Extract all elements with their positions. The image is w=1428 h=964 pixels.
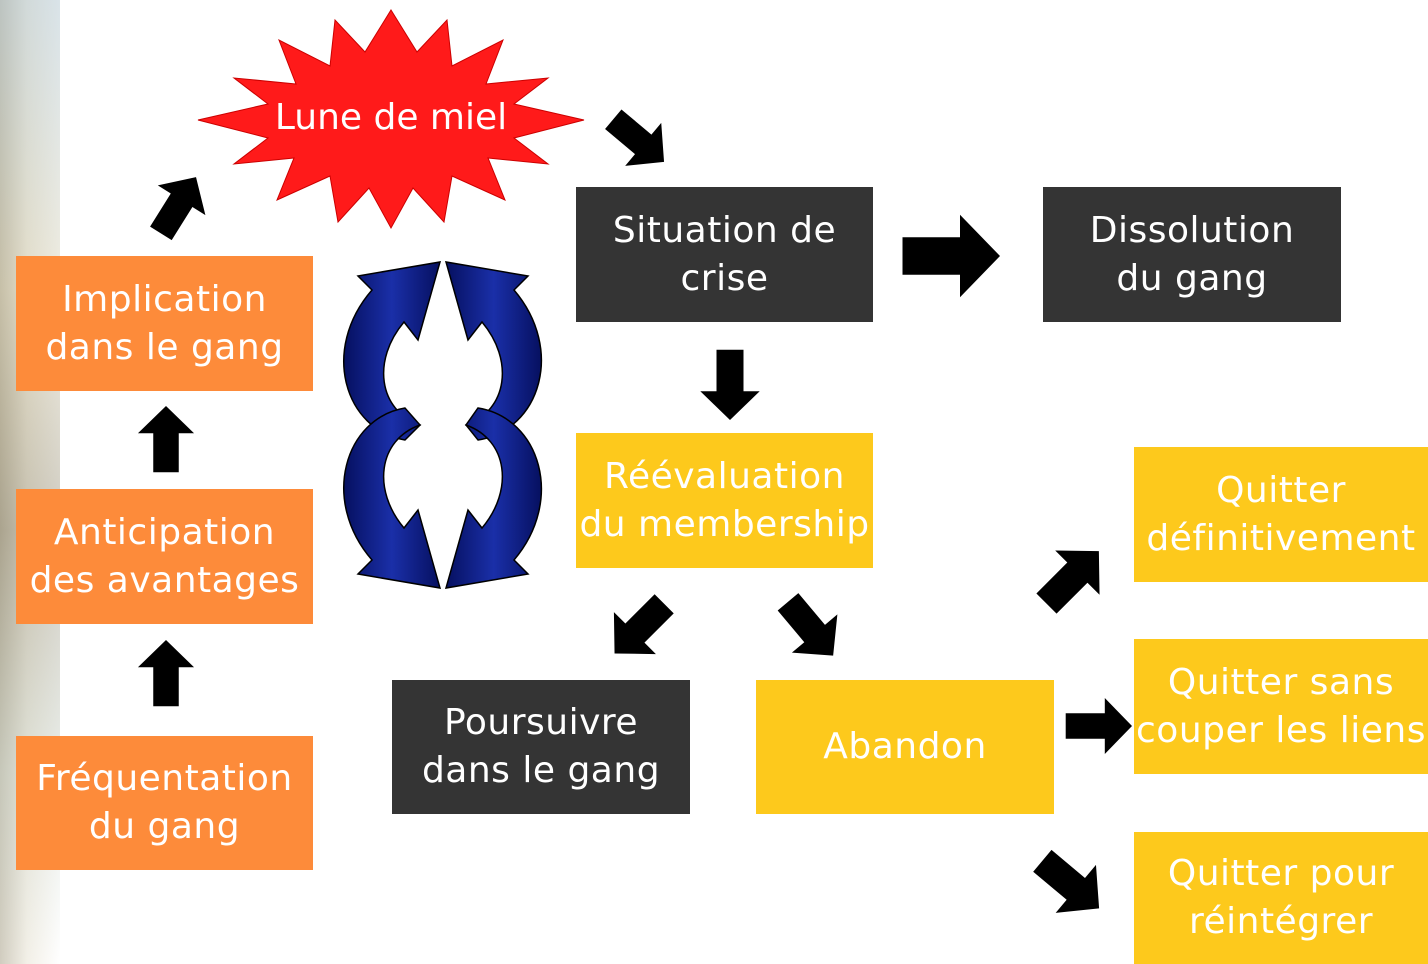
box-implication: Implication dans le gang	[16, 256, 313, 391]
arrow-crise-to-reevaluation	[700, 349, 760, 420]
arrow-frequentation-to-anticipation	[137, 640, 195, 707]
box-situation-crise: Situation de crise	[576, 187, 873, 322]
box-frequentation: Fréquentation du gang	[16, 736, 313, 870]
arrow-crise-to-dissolution	[902, 214, 1000, 298]
box-quitter-sans-couper-liens: Quitter sans couper les liens	[1134, 639, 1428, 774]
cycle-arrow-upper-left	[343, 261, 442, 441]
arrow-implication-to-lune	[137, 162, 220, 249]
cycle-arrow-lower-left	[343, 407, 442, 589]
box-reevaluation: Réévaluation du membership	[576, 433, 873, 568]
arrow-reevaluation-to-poursuivre	[593, 582, 686, 675]
box-poursuivre: Poursuivre dans le gang	[392, 680, 690, 814]
lune-de-miel-label: Lune de miel	[274, 97, 508, 138]
box-dissolution: Dissolution du gang	[1043, 187, 1341, 322]
box-quitter-definitivement: Quitter définitivement	[1134, 447, 1428, 582]
lune-de-miel-starburst	[197, 9, 585, 230]
arrow-abandon-to-quitter-definitivement	[1024, 528, 1122, 626]
box-anticipation: Anticipation des avantages	[16, 489, 313, 624]
cycle-arrows	[343, 261, 543, 589]
cycle-arrow-upper-right	[444, 261, 543, 441]
background-decoration	[0, 0, 60, 964]
arrow-abandon-to-quitter-reintegrer	[1022, 836, 1120, 933]
box-abandon: Abandon	[756, 680, 1054, 814]
box-quitter-pour-reintegrer: Quitter pour réintégrer	[1134, 832, 1428, 964]
cycle-arrow-lower-right	[444, 407, 543, 589]
arrow-reevaluation-to-abandon	[765, 582, 856, 675]
arrow-anticipation-to-implication	[137, 406, 195, 473]
arrow-lune-to-crise	[595, 97, 683, 184]
arrow-abandon-to-quitter-liens	[1065, 697, 1132, 755]
